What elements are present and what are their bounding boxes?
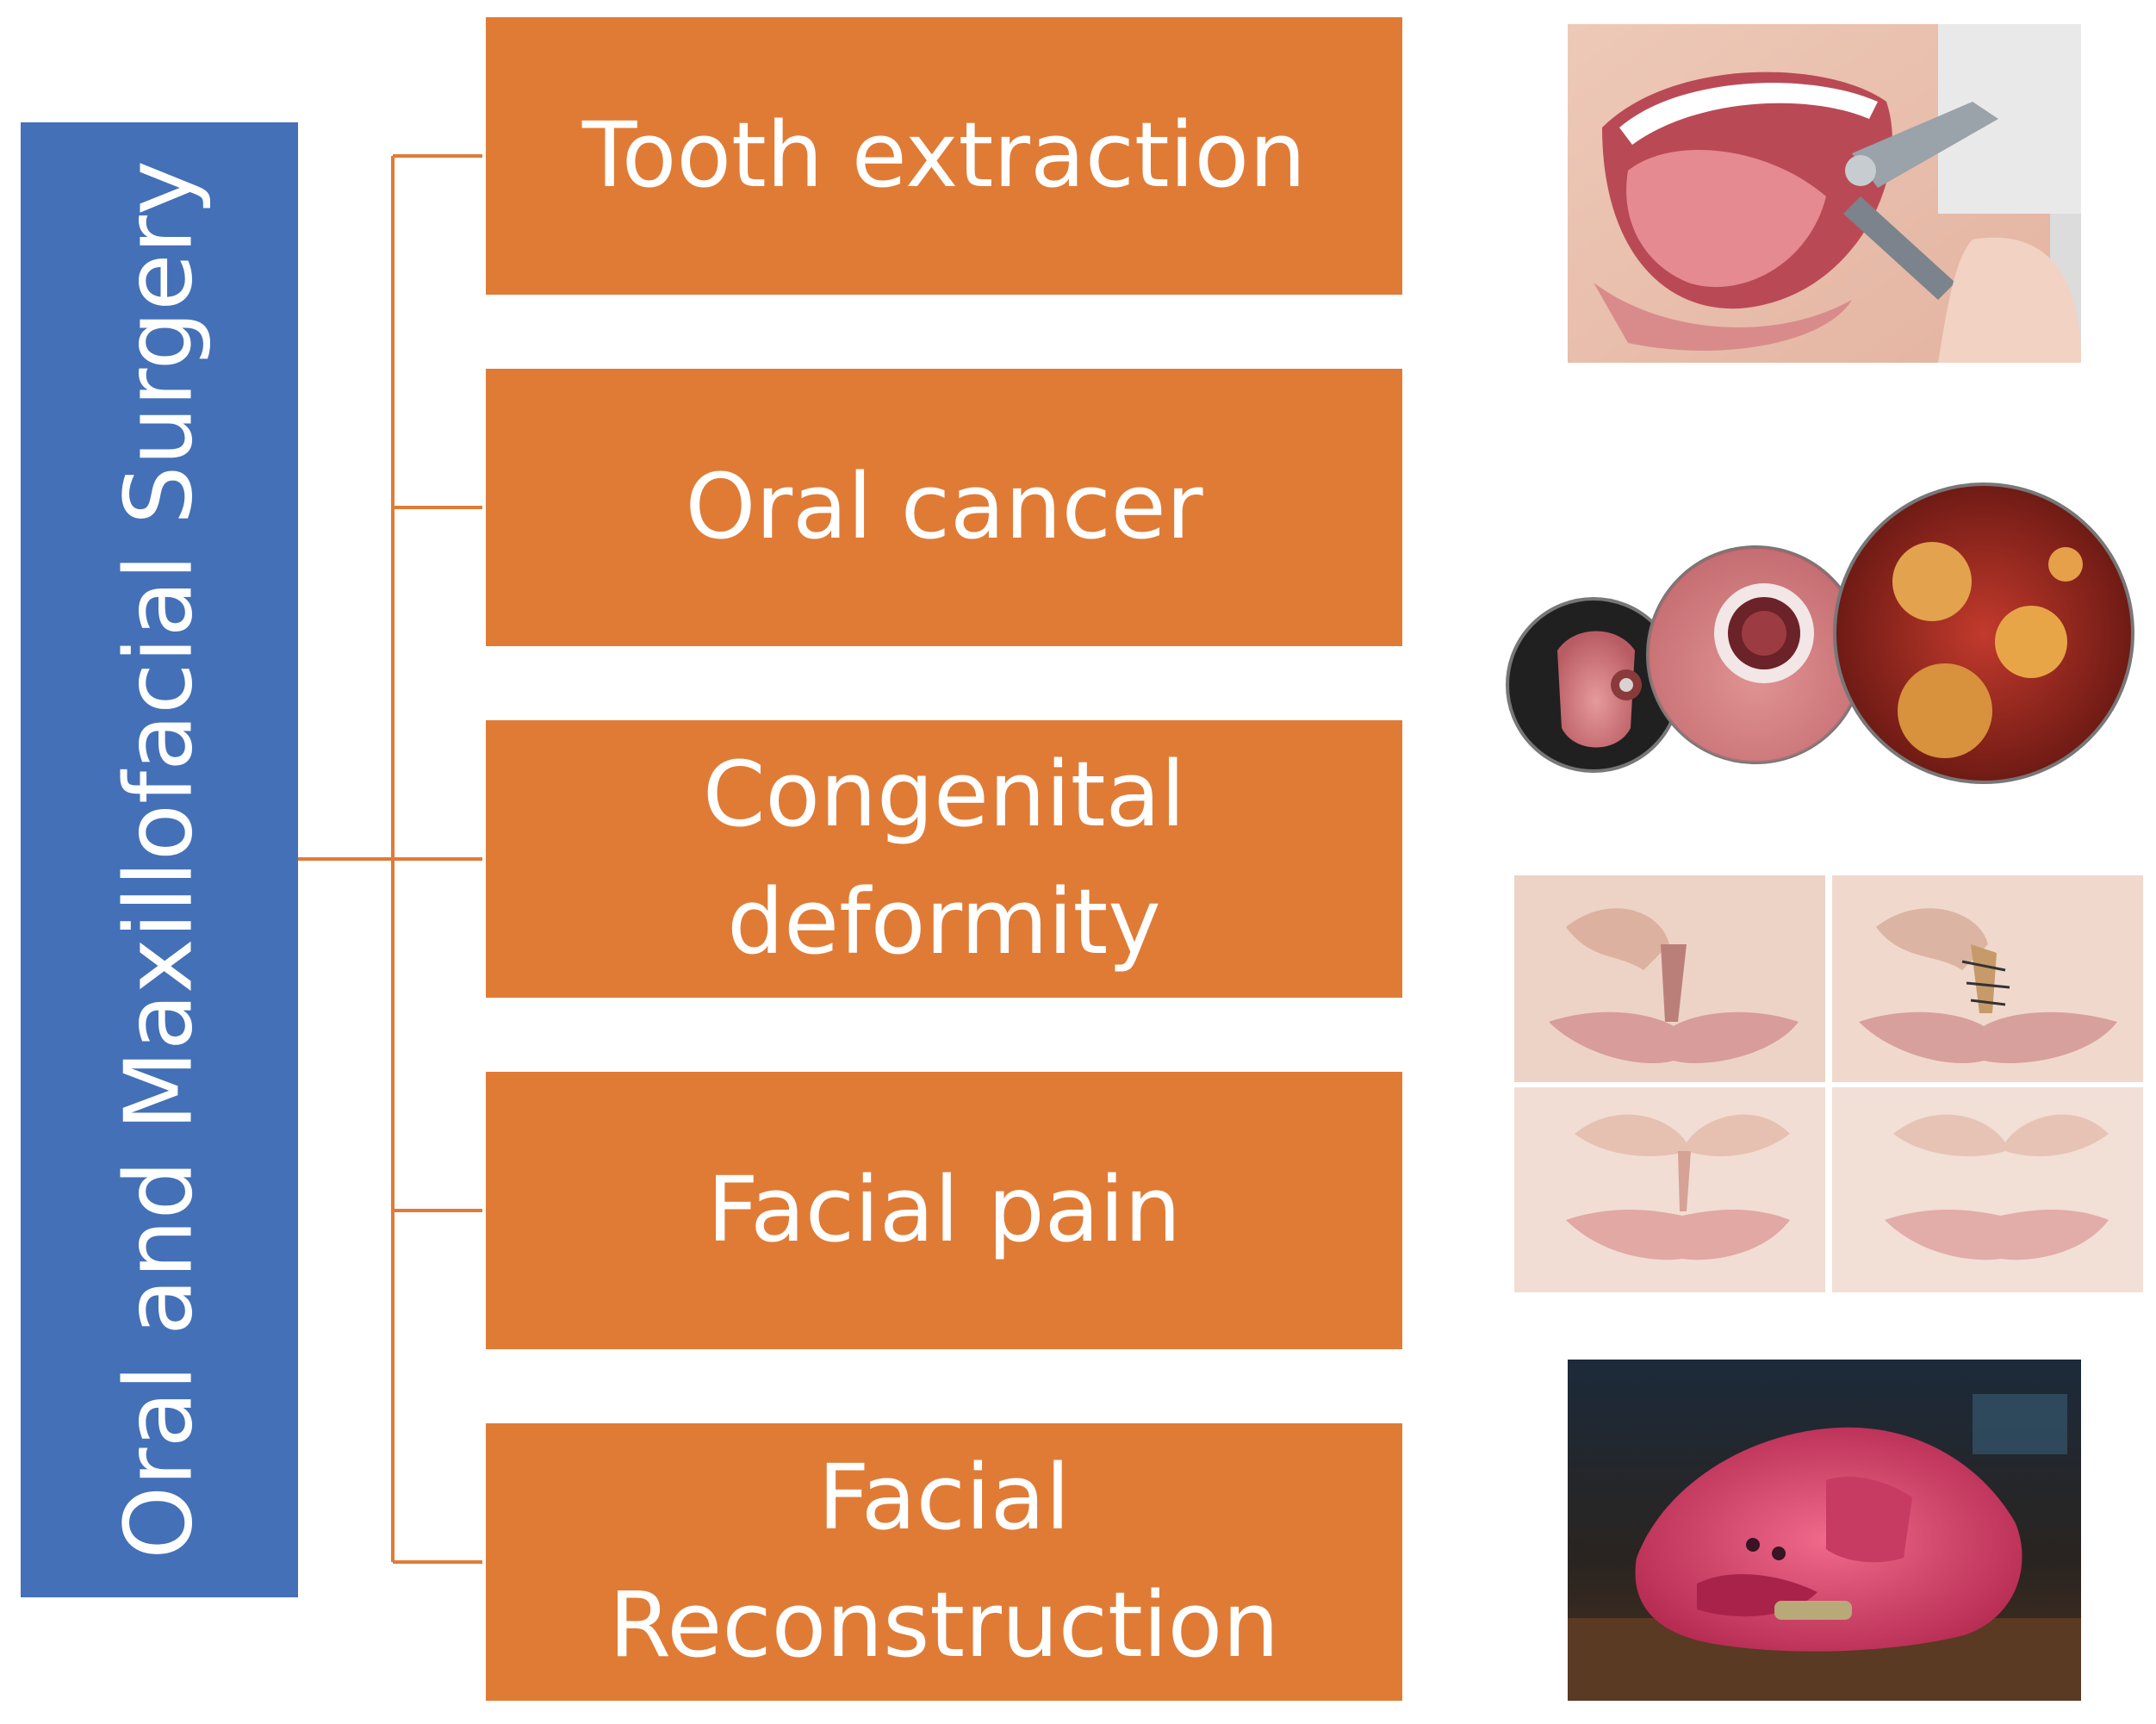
- category-label: Congenital deformity: [702, 742, 1186, 974]
- category-box-facial-pain: Facial pain: [486, 1072, 1402, 1349]
- tooth-extraction-photo: [1568, 24, 2081, 363]
- oral-cancer-photo: [1506, 482, 2134, 784]
- category-box-congenital-deformity: Congenital deformity: [486, 720, 1402, 998]
- cleft-lip-image-3: [1514, 1087, 1825, 1292]
- facial-reconstruction-photo: [1568, 1360, 2081, 1701]
- category-label: Facial Reconstruction: [608, 1445, 1280, 1677]
- category-box-oral-cancer: Oral cancer: [486, 369, 1402, 646]
- category-label: Tooth extraction: [581, 103, 1307, 208]
- category-box-tooth-extraction: Tooth extraction: [486, 17, 1402, 295]
- cleft-lip-image-1: [1514, 875, 1825, 1082]
- category-label: Facial pain: [706, 1157, 1182, 1263]
- category-label: Oral cancer: [685, 454, 1203, 560]
- cleft-lip-image-2: [1832, 875, 2143, 1082]
- category-box-facial-reconstruction: Facial Reconstruction: [486, 1423, 1402, 1701]
- cleft-lip-image-4: [1832, 1087, 2143, 1292]
- root-box: [21, 122, 298, 1597]
- congenital-deformity-photo: [1514, 875, 2143, 1292]
